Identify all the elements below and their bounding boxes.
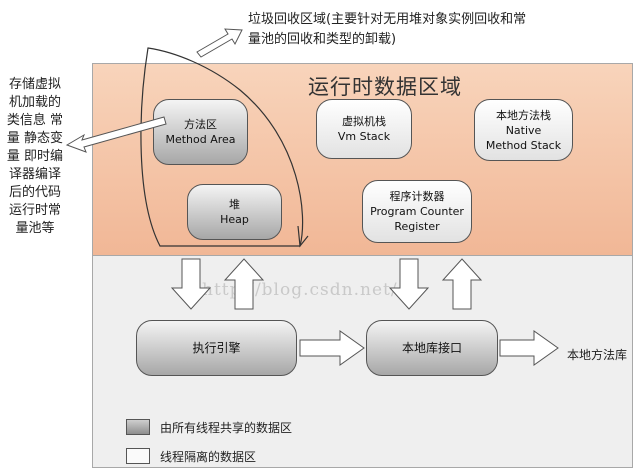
- exec-engine-label: 执行引擎: [192, 340, 241, 355]
- heap-up-arrow: [223, 258, 265, 310]
- method-area-box: 方法区 Method Area: [153, 99, 248, 165]
- program-counter-box: 程序计数器 Program Counter Register: [362, 180, 472, 243]
- method-area-note: 存储虚拟机加载的类信息 常量 静态变量 即时编译器编译后的代码 运行时常量池等: [6, 77, 64, 236]
- native-method-stack-box: 本地方法栈 Native Method Stack: [474, 99, 573, 161]
- heap-en: Heap: [220, 213, 249, 226]
- native-interface-label: 本地库接口: [401, 340, 462, 355]
- method-area-cn: 方法区: [184, 118, 217, 131]
- legend-isolated-label: 线程隔离的数据区: [160, 450, 257, 464]
- execution-engine-box: 执行引擎: [136, 320, 297, 376]
- vm-stack-cn: 虚拟机栈: [342, 115, 386, 128]
- interface-to-library-arrow: [499, 330, 559, 366]
- pc-down-arrow: [388, 258, 430, 310]
- gc-note: 垃圾回收区域(主要针对无用堆对象实例回收和常量池的回收和类型的卸载): [248, 12, 527, 47]
- engine-to-interface-arrow: [299, 330, 365, 366]
- pc-en-1: Program Counter: [370, 205, 464, 218]
- side-note-arrow: [65, 116, 167, 153]
- gc-region-tick: [297, 225, 309, 248]
- pc-up-arrow: [441, 258, 483, 310]
- runtime-area-title: 运行时数据区域: [308, 75, 462, 99]
- native-stack-en-2: Method Stack: [485, 138, 562, 152]
- native-stack-cn: 本地方法栈: [496, 108, 551, 122]
- native-stack-en-1: Native: [505, 123, 542, 137]
- method-area-en: Method Area: [165, 133, 236, 146]
- gc-region-outline: [140, 47, 304, 247]
- legend-shared-label: 由所有线程共享的数据区: [160, 421, 293, 435]
- vm-stack-box: 虚拟机栈 Vm Stack: [316, 99, 412, 159]
- heap-cn: 堆: [229, 198, 240, 211]
- pc-en-2: Register: [394, 220, 440, 233]
- legend-shared-swatch: [126, 419, 150, 435]
- heap-box: 堆 Heap: [187, 184, 282, 240]
- native-interface-box: 本地库接口: [366, 320, 498, 376]
- vm-stack-en: Vm Stack: [337, 130, 391, 143]
- gc-note-arrow: [196, 28, 243, 58]
- heap-down-arrow: [170, 258, 212, 310]
- pc-cn: 程序计数器: [389, 190, 445, 203]
- native-library-label: 本地方法库: [567, 348, 628, 362]
- legend-isolated-swatch: [126, 448, 150, 464]
